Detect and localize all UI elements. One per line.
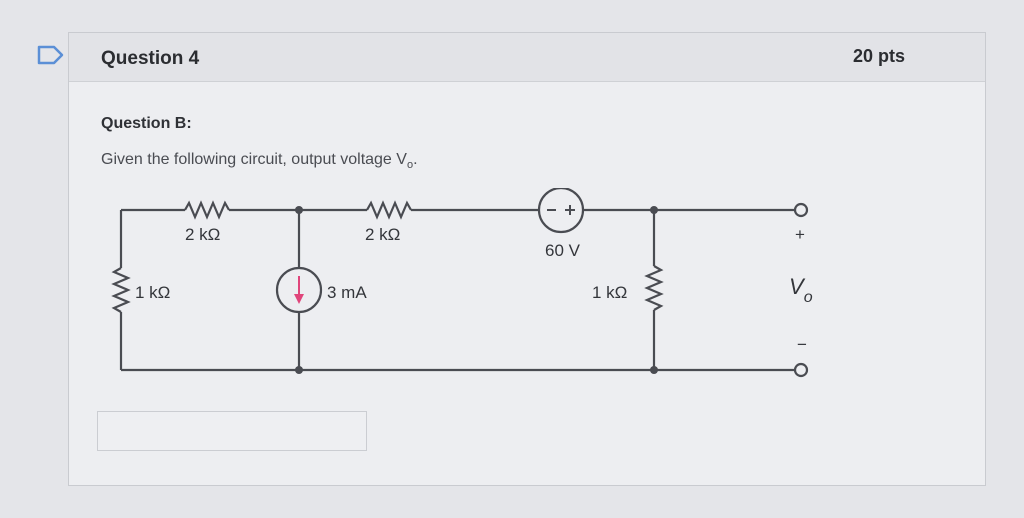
circuit-diagram: 2 kΩ 2 kΩ 1 kΩ 3 mA 60 V 1 kΩ + Vo −: [111, 188, 813, 378]
label-vo-subscript: o: [804, 289, 813, 306]
resistor-top-mid: [366, 200, 412, 220]
label-r-left: 1 kΩ: [135, 283, 170, 302]
label-vo-letter: V: [789, 274, 806, 299]
junction-dot: [295, 366, 303, 374]
answer-input[interactable]: [97, 411, 367, 451]
junction-dot: [295, 206, 303, 214]
flag-icon[interactable]: [36, 44, 66, 66]
question-card: Question 4 20 pts Question B: Given the …: [68, 32, 986, 486]
junction-dot: [650, 206, 658, 214]
junction-dot: [650, 366, 658, 374]
label-vo: Vo: [789, 274, 813, 306]
resistor-top-left: [184, 200, 230, 220]
resistor-left: [111, 267, 131, 313]
prompt-text: Given the following circuit, output volt…: [101, 151, 407, 168]
question-header: Question 4 20 pts: [69, 33, 985, 82]
arrow-down-icon: [294, 276, 304, 304]
voltage-source-polarity: [547, 205, 575, 215]
question-title: Question 4: [101, 48, 200, 69]
question-subtitle: Question B:: [101, 115, 192, 132]
resistor-right: [644, 265, 664, 311]
terminal-minus: [793, 362, 809, 378]
terminal-plus: [793, 202, 809, 218]
prompt-end: .: [413, 151, 418, 168]
label-r-right: 1 kΩ: [592, 283, 627, 302]
prompt-subscript: o: [406, 159, 414, 172]
label-r-top-left: 2 kΩ: [185, 225, 220, 244]
voltage-source: [537, 188, 585, 234]
label-voltage-source: 60 V: [545, 241, 581, 260]
label-vo-plus: +: [795, 225, 805, 244]
question-prompt: Given the following circuit, output volt…: [101, 151, 418, 171]
label-current-source: 3 mA: [327, 283, 367, 302]
question-points: 20 pts: [852, 46, 905, 66]
label-vo-minus: −: [797, 335, 807, 354]
label-r-top-mid: 2 kΩ: [365, 225, 400, 244]
